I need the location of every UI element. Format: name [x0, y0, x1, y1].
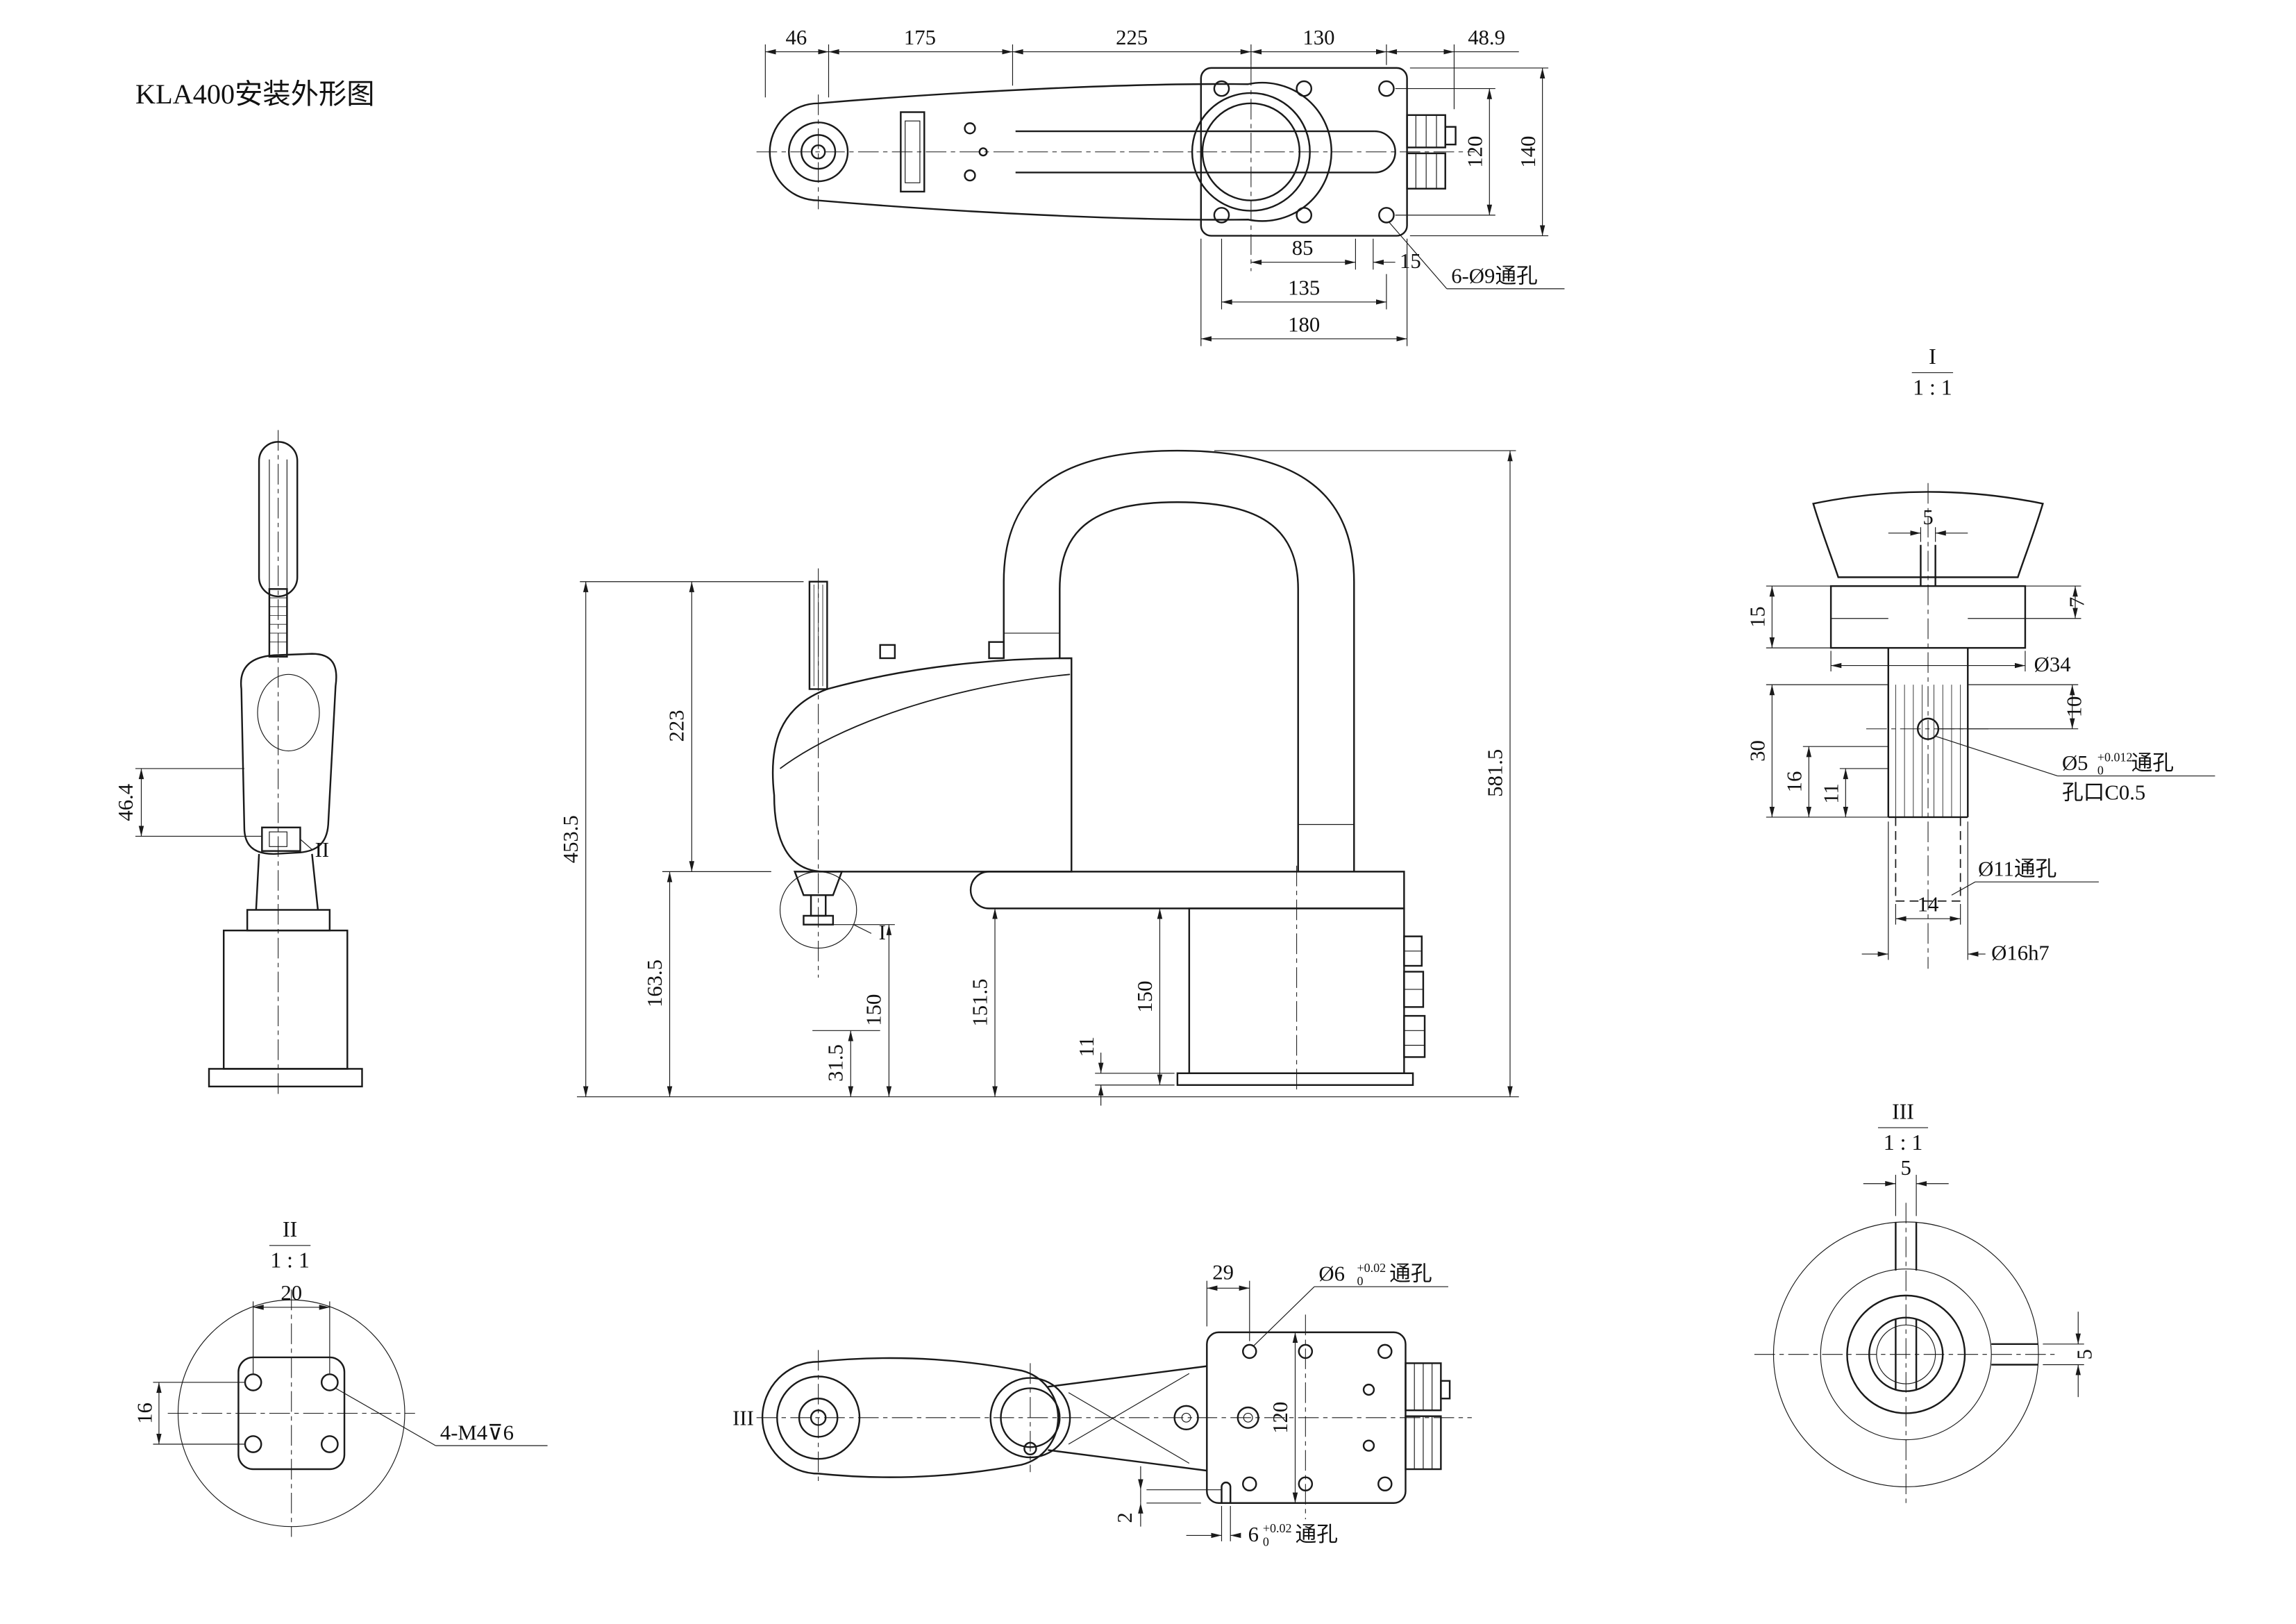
dim-15: 15	[1746, 606, 1770, 628]
detail-ii-title: II	[283, 1217, 297, 1241]
dim-120: 120	[1268, 1402, 1292, 1434]
dim-453-5: 453.5	[559, 815, 583, 863]
front-view-annotations: I 453.5 223 163.5 31.5 150 151.5	[559, 450, 1519, 1106]
drawing-title: KLA400安装外形图	[135, 78, 374, 110]
dim-5-top: 5	[1901, 1156, 1911, 1180]
dim-30: 30	[1746, 740, 1770, 762]
dim-10: 10	[2062, 696, 2086, 718]
detail-ii-drawing	[167, 1289, 415, 1537]
dim-225: 225	[1116, 26, 1148, 49]
dim-2: 2	[1113, 1512, 1137, 1523]
dim-581-5: 581.5	[1483, 749, 1507, 797]
callout-6-d9: 6-Ø9通孔	[1451, 264, 1538, 287]
dim-14: 14	[1918, 893, 1939, 916]
dim-16: 16	[133, 1403, 156, 1424]
side-view-annotations: 46.4 II	[114, 768, 329, 862]
dim-85: 85	[1292, 236, 1314, 260]
detail-i-drawing	[1812, 483, 2044, 969]
side-view-robot	[208, 430, 363, 1097]
dim-29: 29	[1212, 1261, 1234, 1284]
dim-48-9: 48.9	[1468, 26, 1505, 49]
detail-ii-scale: 1 : 1	[270, 1248, 310, 1273]
top-view: 46 175 225 130 48.9 120 140 85 15 135	[756, 26, 1565, 346]
dim-slot-5: 5	[1922, 505, 1933, 529]
dim-11: 11	[1075, 1037, 1098, 1057]
dim-175: 175	[904, 26, 936, 49]
dim-163-5: 163.5	[643, 960, 667, 1007]
detail-iii-view: III 1 : 1 5 5	[1754, 1099, 2096, 1507]
section-label-ii: II	[315, 838, 329, 862]
dim-20: 20	[280, 1281, 302, 1305]
detail-i-view: I 1 : 1	[1746, 344, 2215, 969]
dim-46: 46	[785, 26, 807, 49]
detail-iii-annotations: 5 5	[1863, 1156, 2096, 1398]
dim-7: 7	[2065, 597, 2089, 608]
callout-d11: Ø11通孔	[1978, 857, 2056, 881]
bottom-view-robot	[756, 1314, 1472, 1520]
section-label-iii: III	[732, 1406, 754, 1430]
callout-6-slot: 6 +0.02 0 通孔	[1248, 1514, 1338, 1550]
front-view-robot	[771, 449, 1426, 1086]
detail-i-marker: I	[879, 921, 886, 944]
dim-135: 135	[1288, 276, 1320, 299]
top-view-dimensions: 46 175 225 130 48.9 120 140 85 15 135	[764, 26, 1565, 346]
front-view: I 453.5 223 163.5 31.5 150 151.5	[559, 449, 1519, 1106]
callout-4-m4: 4-M4⊽6	[440, 1421, 514, 1445]
dim-180: 180	[1288, 312, 1320, 336]
dim-150-left: 150	[862, 994, 886, 1026]
dim-31-5: 31.5	[824, 1044, 848, 1082]
top-view-arm	[769, 81, 1396, 222]
callout-d6-hole: Ø6 +0.02 0 通孔	[1318, 1253, 1432, 1290]
dim-d34: Ø34	[2034, 653, 2071, 676]
dim-140: 140	[1516, 136, 1540, 168]
dim-5-right: 5	[2072, 1349, 2096, 1359]
dim-151-5: 151.5	[968, 978, 991, 1026]
side-view: 46.4 II	[114, 430, 363, 1097]
detail-i-title: I	[1929, 344, 1936, 369]
top-view-connectors	[1406, 114, 1457, 190]
dim-16: 16	[1783, 771, 1807, 793]
callout-chamfer: 孔口C0.5	[2062, 780, 2145, 804]
detail-iii-drawing	[1754, 1203, 2058, 1507]
detail-ii-view: II 1 : 1 20 16 4-M4⊽6	[133, 1217, 548, 1537]
dim-46-4: 46.4	[114, 784, 137, 821]
dim-120: 120	[1464, 136, 1487, 168]
detail-i-annotations: 5 15 7 Ø34 30 16 11	[1746, 505, 2215, 965]
dim-11: 11	[1820, 783, 1843, 804]
detail-ii-annotations: 20 16 4-M4⊽6	[133, 1281, 548, 1446]
dim-150-right: 150	[1133, 981, 1157, 1013]
detail-i-scale: 1 : 1	[1913, 376, 1952, 400]
dim-130: 130	[1302, 26, 1334, 49]
detail-iii-scale: 1 : 1	[1884, 1130, 1923, 1155]
callout-d16h7: Ø16h7	[1991, 941, 2050, 965]
bottom-view: III	[732, 1253, 1472, 1550]
detail-iii-title: III	[1892, 1099, 1914, 1123]
bottom-view-annotations: 29 Ø6 +0.02 0 通孔 120 2	[1113, 1253, 1448, 1550]
dim-223: 223	[665, 710, 689, 742]
callout-d5-hole: Ø5 +0.012 0 通孔	[2062, 742, 2174, 779]
dim-15: 15	[1400, 249, 1421, 273]
